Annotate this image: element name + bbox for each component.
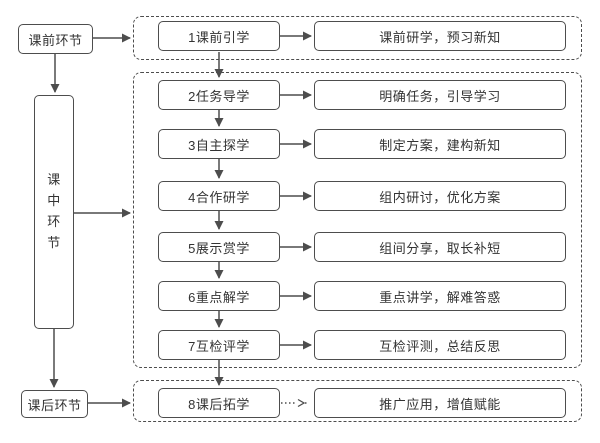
desc-label-2: 明确任务，引导学习 (379, 88, 501, 104)
in-class-dashed-region (133, 72, 582, 368)
desc-box-7: 互检评测，总结反思 (314, 330, 566, 360)
step-box-1: 1课前引学 (158, 21, 280, 51)
desc-label-1: 课前研学，预习新知 (379, 29, 501, 45)
stage-box-pre-class: 课前环节 (18, 24, 93, 54)
step-label-4: 4合作研学 (188, 189, 250, 205)
step-box-7: 7互检评学 (158, 330, 280, 360)
step-box-6: 6重点解学 (158, 281, 280, 311)
step-box-4: 4合作研学 (158, 181, 280, 211)
step-label-3: 3自主探学 (188, 137, 250, 153)
desc-box-8: 推广应用，增值赋能 (314, 388, 566, 418)
desc-box-5: 组间分享，取长补短 (314, 232, 566, 262)
desc-box-3: 制定方案，建构新知 (314, 129, 566, 159)
stage-box-in-class: 课中环节 (34, 95, 74, 329)
step-label-6: 6重点解学 (188, 289, 250, 305)
step-box-2: 2任务导学 (158, 80, 280, 110)
desc-label-3: 制定方案，建构新知 (379, 137, 501, 153)
desc-box-1: 课前研学，预习新知 (314, 21, 566, 51)
desc-label-8: 推广应用，增值赋能 (379, 396, 501, 412)
stage-label-in-class: 课中环节 (47, 172, 61, 250)
step-label-2: 2任务导学 (188, 88, 250, 104)
stage-label-after-class: 课后环节 (27, 397, 82, 413)
step-box-5: 5展示赏学 (158, 232, 280, 262)
step-label-5: 5展示赏学 (188, 240, 250, 256)
stage-box-after-class: 课后环节 (21, 390, 88, 418)
desc-label-6: 重点讲学，解难答惑 (379, 289, 501, 305)
desc-label-7: 互检评测，总结反思 (379, 338, 501, 354)
desc-box-4: 组内研讨，优化方案 (314, 181, 566, 211)
stage-label-pre-class: 课前环节 (28, 32, 83, 48)
step-box-8: 8课后拓学 (158, 388, 280, 418)
desc-box-6: 重点讲学，解难答惑 (314, 281, 566, 311)
desc-box-2: 明确任务，引导学习 (314, 80, 566, 110)
desc-label-4: 组内研讨，优化方案 (379, 189, 501, 205)
after-class-dashed-region (133, 380, 582, 422)
pre-class-dashed-region (133, 16, 582, 60)
desc-label-5: 组间分享，取长补短 (379, 240, 501, 256)
step-box-3: 3自主探学 (158, 129, 280, 159)
step-label-8: 8课后拓学 (188, 396, 250, 412)
step-label-1: 1课前引学 (188, 29, 250, 45)
step-label-7: 7互检评学 (188, 338, 250, 354)
